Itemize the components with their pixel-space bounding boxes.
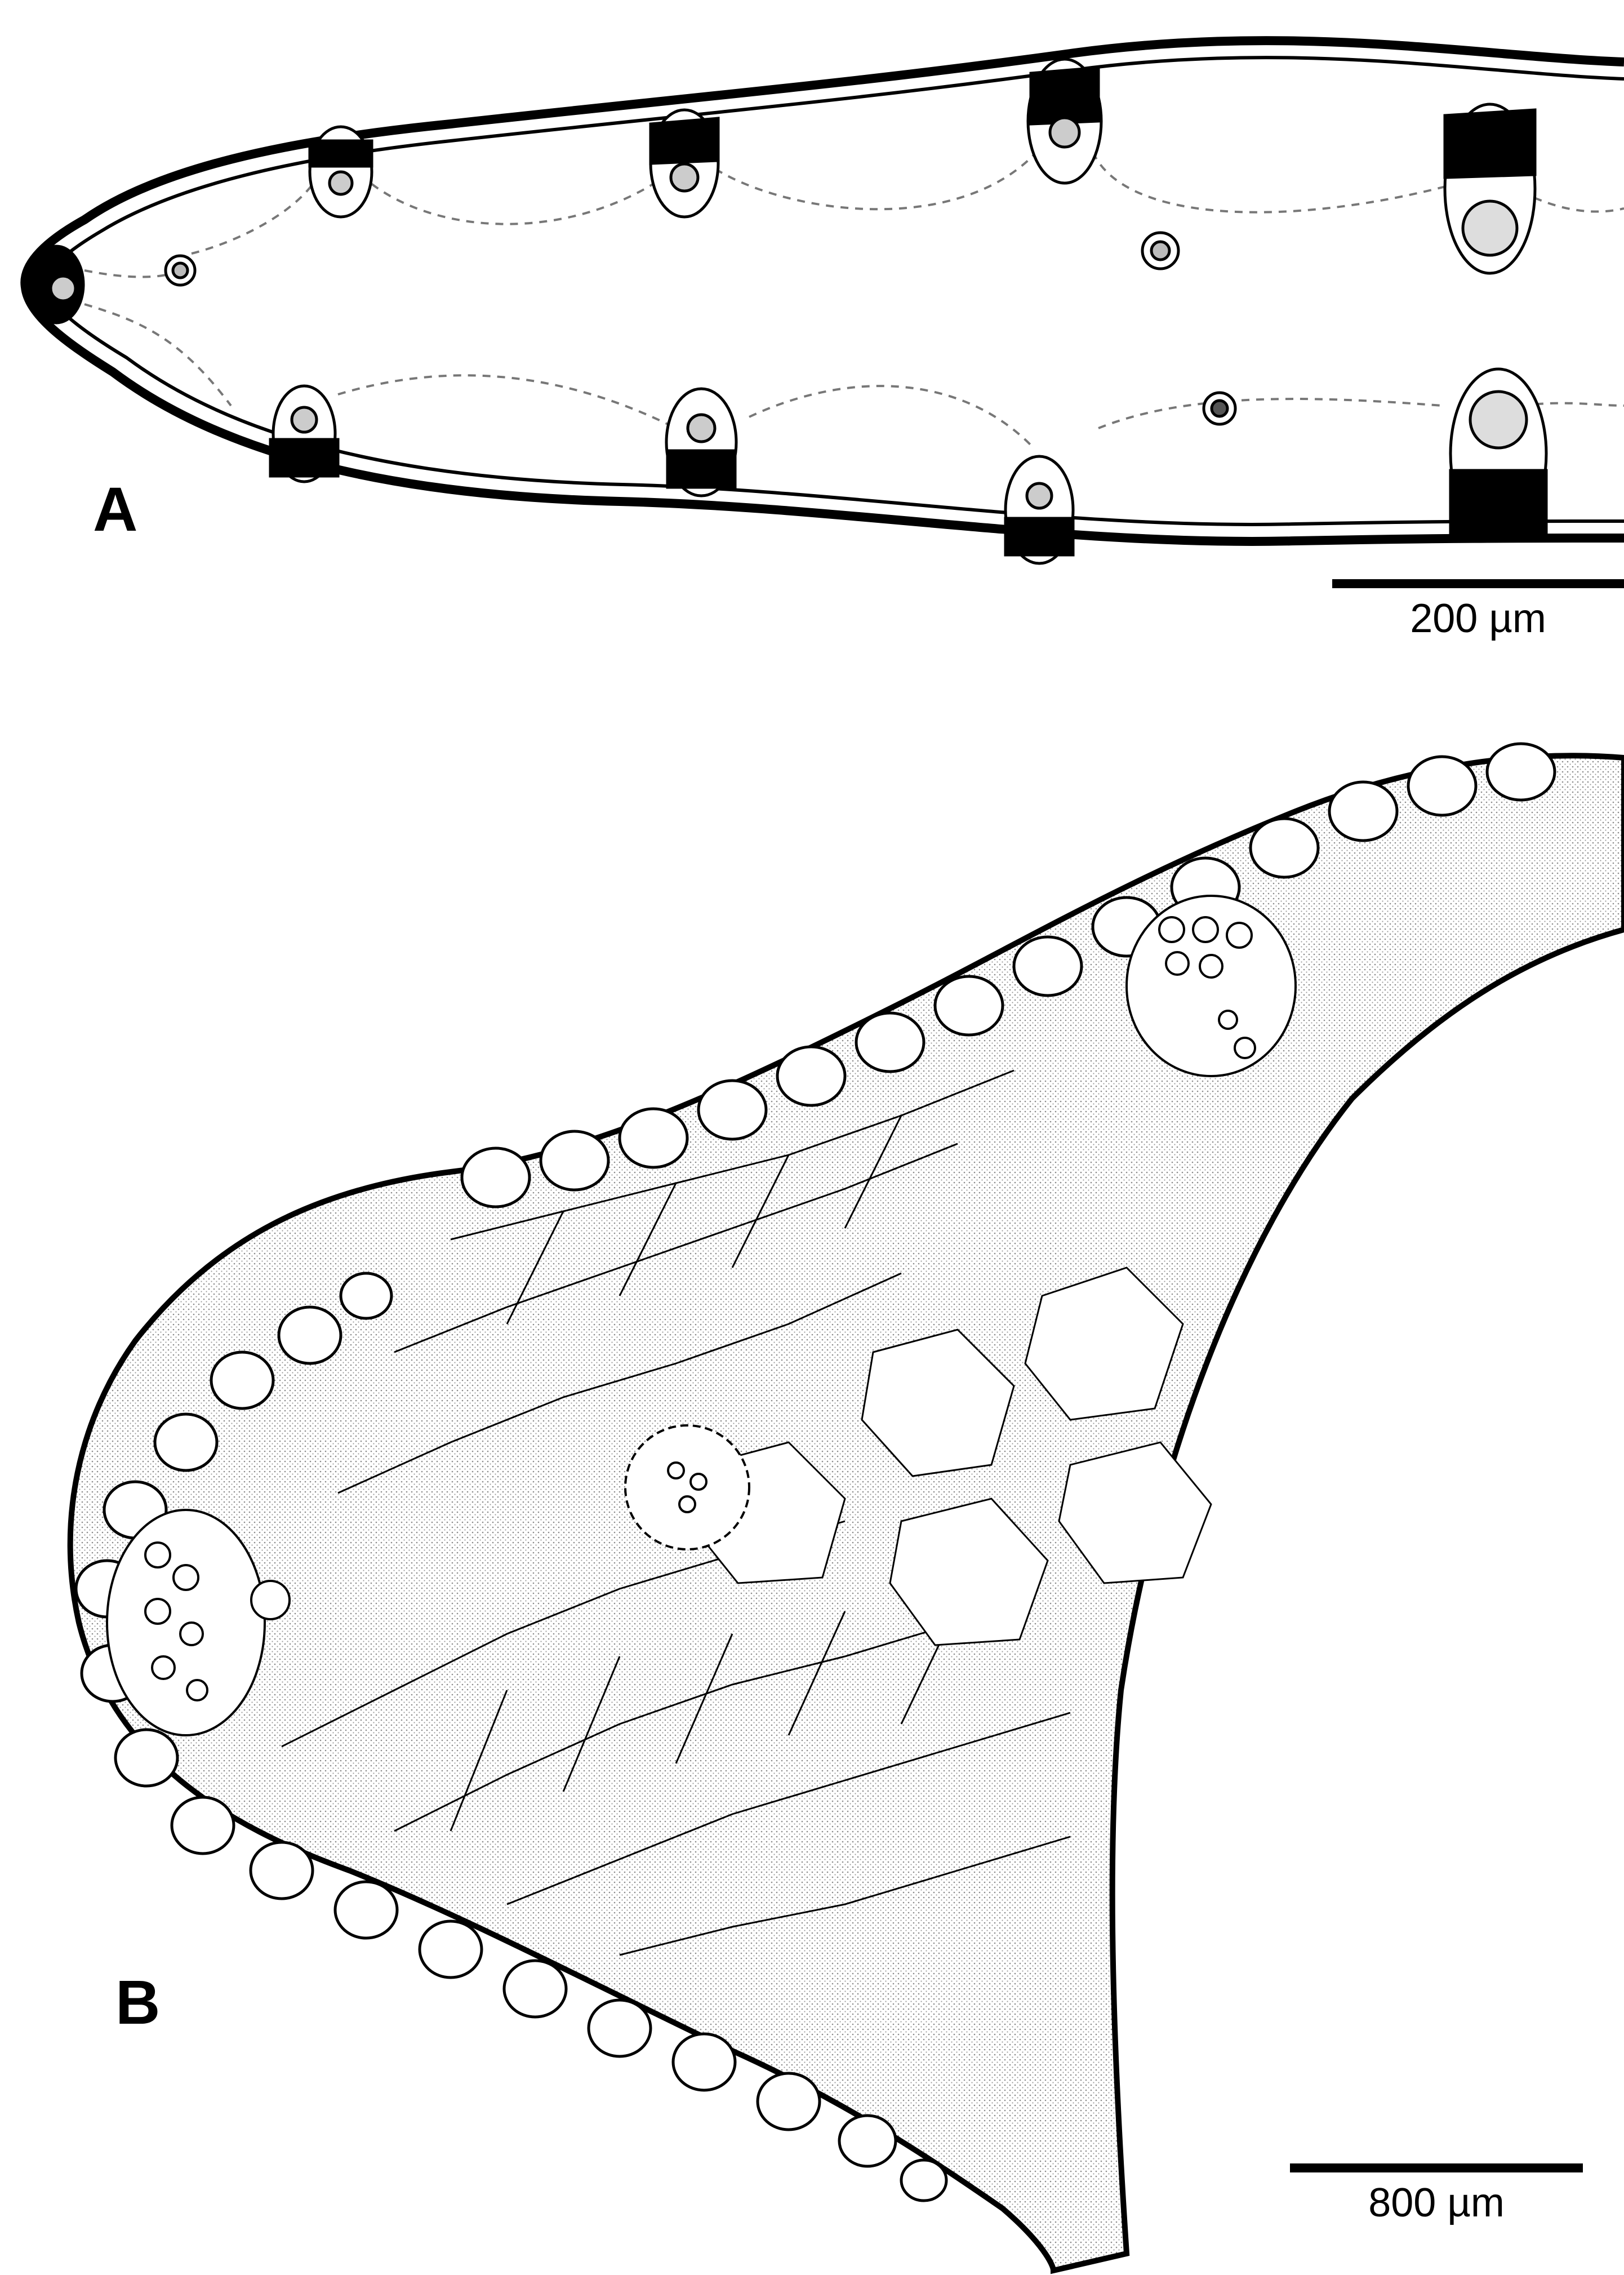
vascular-bundle	[666, 389, 736, 496]
scale-bar-a-line	[1332, 579, 1624, 588]
tissue-section	[70, 756, 1624, 2270]
scale-bar-b-label: 800 µm	[1290, 2183, 1583, 2223]
scale-bar-b-line	[1290, 2163, 1583, 2172]
panel-label-a: A	[93, 479, 137, 541]
vascular-bundle	[1204, 393, 1235, 424]
vascular-bundle	[651, 110, 718, 217]
panel-label-b: B	[115, 1972, 160, 2034]
vascular-bundle	[310, 127, 372, 217]
scale-bar-a-label: 200 µm	[1332, 598, 1624, 639]
vascular-bundle	[29, 246, 83, 323]
vascular-bundle	[166, 256, 195, 285]
panel-b-drawing	[70, 744, 1624, 2270]
vascular-bundle	[270, 386, 338, 482]
leaf-outline	[25, 41, 1624, 541]
vascular-bundles	[29, 59, 1546, 563]
vascular-bundle	[1451, 369, 1546, 538]
scale-bar-b: 800 µm	[1290, 2163, 1583, 2223]
vascular-bundle	[1005, 456, 1073, 563]
vascular-bundle	[1127, 896, 1296, 1076]
panel-a-drawing	[25, 41, 1624, 563]
vascular-bundle	[1028, 59, 1101, 183]
vascular-bundle	[1142, 233, 1178, 269]
vascular-bundle	[1445, 104, 1535, 273]
vascular-bundle	[625, 1425, 749, 1549]
scale-bar-a: 200 µm	[1332, 579, 1624, 639]
